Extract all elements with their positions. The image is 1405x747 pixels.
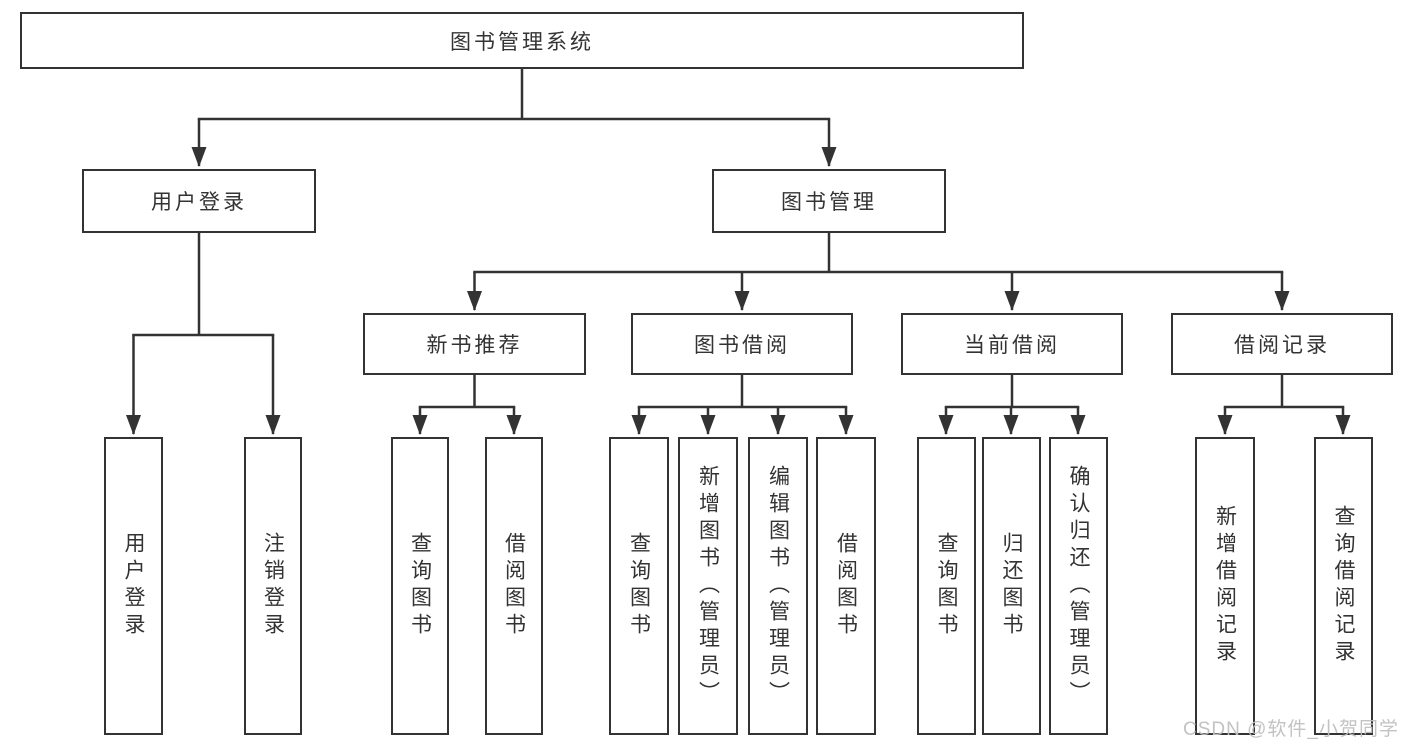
leaf-label: 新增借阅记录 bbox=[1213, 505, 1237, 667]
node-user-login: 用户登录 bbox=[82, 169, 316, 233]
edges-new-book-recommend bbox=[412, 375, 522, 435]
leaf-label: 查询借阅记录 bbox=[1332, 505, 1355, 667]
leaf-label: 注销登录 bbox=[261, 532, 285, 640]
leaf-label: 用户登录 bbox=[122, 532, 145, 640]
node-label: 图书管理系统 bbox=[450, 30, 594, 54]
leaf-label: 查询图书 bbox=[408, 532, 432, 640]
node-label: 图书管理 bbox=[781, 191, 877, 214]
leaf-borrow-books-recommend: 借阅图书 bbox=[485, 437, 543, 735]
node-label: 当前借阅 bbox=[964, 334, 1060, 357]
leaf-label: 编辑图书（管理员） bbox=[766, 464, 790, 708]
node-label: 新书推荐 bbox=[426, 334, 523, 357]
node-label: 借阅记录 bbox=[1234, 334, 1330, 357]
leaf-confirm-return-admin: 确认归还（管理员） bbox=[1049, 437, 1108, 735]
leaf-label: 借阅图书 bbox=[502, 532, 526, 640]
edges-current-borrow bbox=[938, 375, 1086, 435]
node-current-borrow: 当前借阅 bbox=[901, 313, 1123, 375]
leaf-query-books-borrow: 查询图书 bbox=[609, 437, 669, 735]
node-new-book-recommend: 新书推荐 bbox=[363, 313, 586, 375]
edges-book-management bbox=[467, 233, 1290, 311]
edges-root bbox=[191, 69, 837, 167]
node-label: 用户登录 bbox=[151, 191, 247, 214]
csdn-watermark: CSDN @软件_小贺同学 bbox=[1183, 719, 1399, 740]
leaf-edit-books-admin: 编辑图书（管理员） bbox=[748, 437, 808, 735]
leaf-user-login: 用户登录 bbox=[104, 437, 163, 735]
leaf-label: 借阅图书 bbox=[834, 532, 858, 640]
leaf-label: 归还图书 bbox=[1000, 532, 1023, 640]
leaf-label: 查询图书 bbox=[627, 532, 651, 640]
leaf-query-books-current: 查询图书 bbox=[917, 437, 976, 735]
leaf-query-borrow-record: 查询借阅记录 bbox=[1314, 437, 1373, 735]
leaf-return-books: 归还图书 bbox=[982, 437, 1041, 735]
leaf-label: 确认归还（管理员） bbox=[1067, 464, 1090, 708]
leaf-add-books-admin: 新增图书（管理员） bbox=[678, 437, 738, 735]
leaf-label: 新增图书（管理员） bbox=[696, 464, 720, 708]
edges-borrow-records bbox=[1217, 375, 1351, 435]
node-system-root: 图书管理系统 bbox=[20, 12, 1024, 69]
node-borrow-records: 借阅记录 bbox=[1171, 313, 1393, 375]
edges-user-login bbox=[126, 233, 281, 435]
node-book-borrow: 图书借阅 bbox=[631, 313, 853, 375]
edges-book-borrow bbox=[631, 375, 854, 435]
leaf-label: 查询图书 bbox=[935, 532, 958, 640]
node-book-management: 图书管理 bbox=[712, 169, 946, 233]
leaf-borrow-books: 借阅图书 bbox=[816, 437, 876, 735]
leaf-add-borrow-record: 新增借阅记录 bbox=[1195, 437, 1255, 735]
leaf-query-books-recommend: 查询图书 bbox=[391, 437, 449, 735]
leaf-logout: 注销登录 bbox=[244, 437, 302, 735]
node-label: 图书借阅 bbox=[694, 334, 790, 357]
